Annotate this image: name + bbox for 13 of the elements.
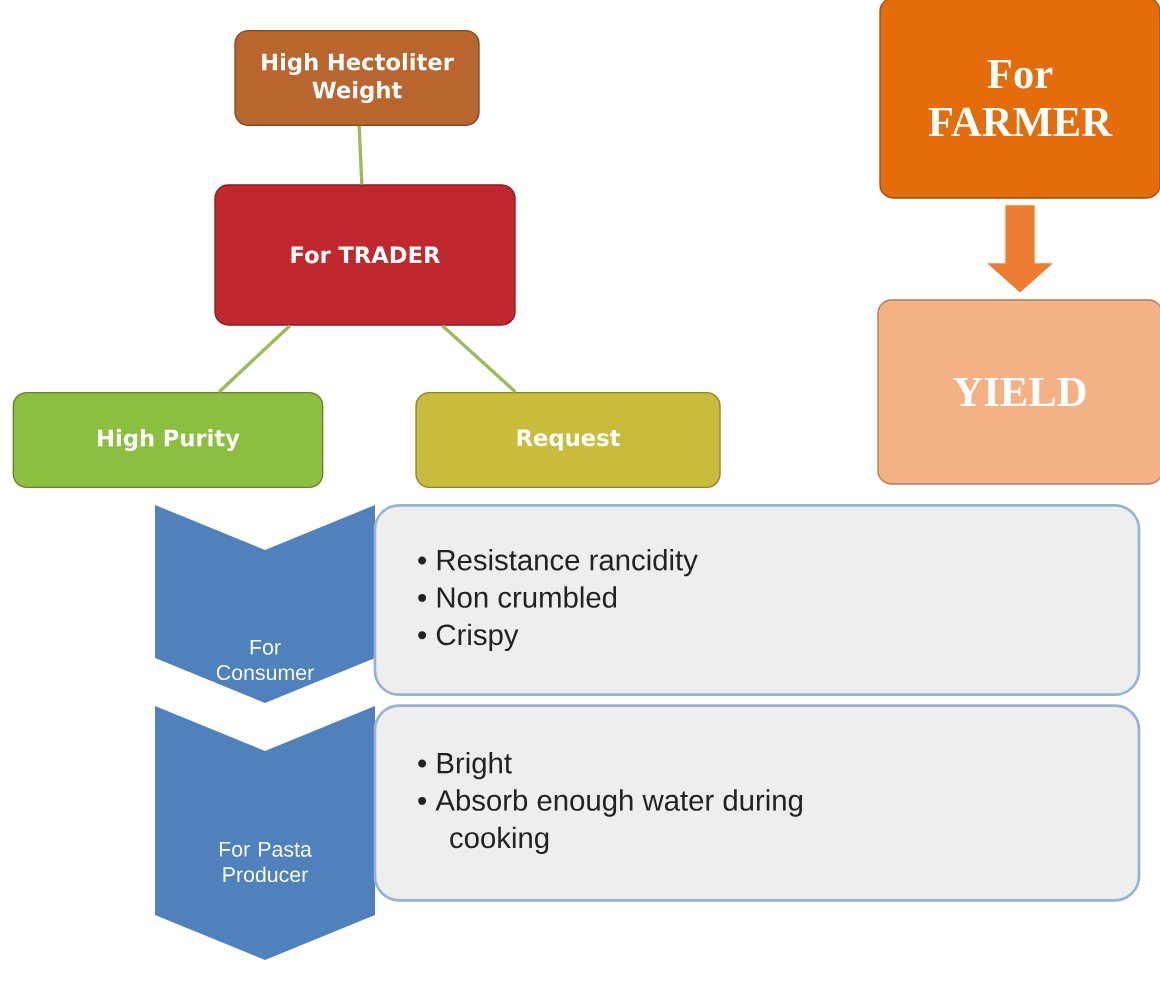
bullet-list-box: • Resistance rancidity • Non crumbled • Crispy [373,504,1141,696]
bullet-list-box: • Bright • Absorb enough water during cooking [373,704,1141,902]
rounded-box: High Hectoliter Weight [234,30,480,126]
rounded-box: For FARMER [879,0,1160,199]
connector-line [217,324,291,394]
rounded-box: Request [415,392,721,488]
rounded-box: For TRADER [214,184,516,326]
chevron-banner: For Pasta Producer [155,706,375,960]
rounded-box: High Purity [12,392,324,488]
connector-line [357,125,364,185]
connector-line [441,324,517,394]
chevron-banner: For Consumer [155,505,375,703]
rounded-box: YIELD [877,299,1160,485]
